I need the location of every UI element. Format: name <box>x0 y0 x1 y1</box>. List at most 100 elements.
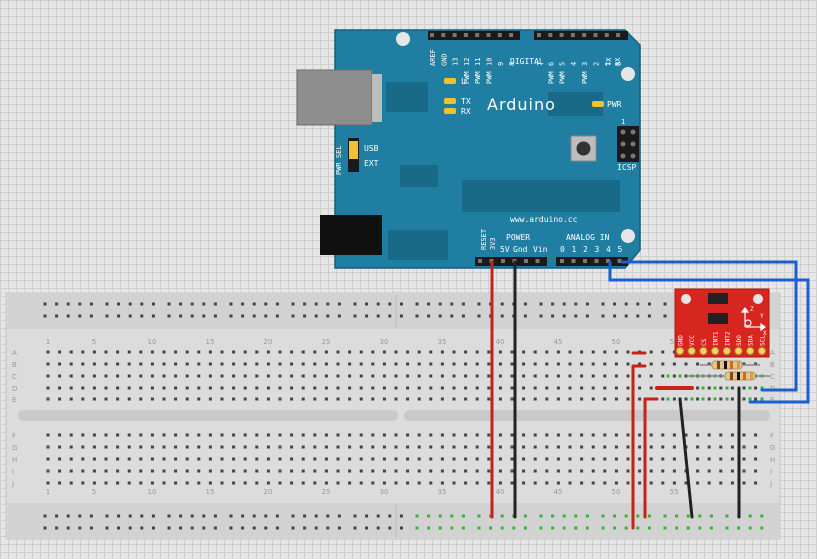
resistors <box>688 360 770 381</box>
sensor-pin-label: GND <box>678 335 685 346</box>
sensor-pin-label: SCL <box>759 335 766 346</box>
connected-hole <box>701 397 705 401</box>
rail-hole <box>539 302 543 306</box>
breadboard-hole <box>278 457 282 461</box>
rx-label: RX <box>614 57 622 66</box>
digital-pin-label: 8 <box>508 62 516 66</box>
breadboard-hole <box>510 362 514 366</box>
breadboard-hole <box>290 481 294 485</box>
rail-hole <box>43 514 47 518</box>
sensor-pin-label: SDA <box>748 335 755 346</box>
row-letter: A <box>12 349 17 357</box>
breadboard-hole <box>69 350 73 354</box>
breadboard-hole <box>232 433 236 437</box>
breadboard-hole <box>533 481 537 485</box>
breadboard-hole <box>684 397 688 401</box>
breadboard-hole <box>255 362 259 366</box>
breadboard-hole <box>255 433 259 437</box>
breadboard-hole <box>510 433 514 437</box>
breadboard-hole <box>498 433 502 437</box>
rail-hole <box>179 526 183 530</box>
breadboard-hole <box>278 445 282 449</box>
breadboard-hole <box>127 362 131 366</box>
breadboard-hole <box>672 481 676 485</box>
breadboard-hole <box>266 362 270 366</box>
column-number: 45 <box>554 488 563 496</box>
rail-hole <box>105 514 109 518</box>
breadboard-hole <box>545 457 549 461</box>
header-pin-hole <box>501 259 505 263</box>
breadboard-hole <box>371 457 375 461</box>
breadboard-hole <box>46 457 50 461</box>
digital-pin-label: 6 <box>547 62 555 66</box>
breadboard-hole <box>742 457 746 461</box>
led-l <box>444 78 456 84</box>
rail-hole <box>89 526 93 530</box>
breadboard-hole <box>150 350 154 354</box>
breadboard-hole <box>92 457 96 461</box>
breadboard-hole <box>104 481 108 485</box>
header-pin-hole <box>537 33 541 37</box>
header-pin-hole <box>497 33 502 37</box>
breadboard-hole <box>603 386 607 390</box>
breadboard-hole <box>58 397 62 401</box>
column-number: 15 <box>206 488 215 496</box>
breadboard-hole <box>92 433 96 437</box>
pwm-label: PWM <box>581 71 589 84</box>
breadboard-hole <box>92 386 96 390</box>
breadboard-hole <box>243 457 247 461</box>
rail-hole <box>663 526 667 530</box>
breadboard-hole <box>487 457 491 461</box>
breadboard-hole <box>46 445 50 449</box>
row-letter: B <box>12 361 17 369</box>
breadboard-hole <box>672 374 676 378</box>
wire-analog5-scl <box>620 260 798 392</box>
breadboard-hole <box>510 481 514 485</box>
breadboard-hole <box>580 457 584 461</box>
rail-hole <box>179 302 183 306</box>
breadboard-hole <box>150 445 154 449</box>
rail-hole <box>213 314 217 318</box>
rail-hole <box>675 514 679 518</box>
breadboard-hole <box>452 386 456 390</box>
rail-hole <box>213 514 217 518</box>
breadboard-hole <box>116 457 120 461</box>
breadboard-hole <box>475 433 479 437</box>
power-pin-5v: 5V <box>500 245 510 254</box>
breadboard-hole <box>614 350 618 354</box>
breadboard-hole <box>382 445 386 449</box>
rail-hole <box>117 514 121 518</box>
breadboard-hole <box>394 457 398 461</box>
breadboard-holes <box>43 302 764 530</box>
breadboard-hole <box>452 350 456 354</box>
breadboard-hole <box>568 397 572 401</box>
breadboard-hole <box>324 397 328 401</box>
breadboard-hole <box>208 457 212 461</box>
breadboard-hole <box>672 397 676 401</box>
breadboard-hole <box>232 397 236 401</box>
breadboard-hole <box>614 481 618 485</box>
breadboard-hole <box>580 374 584 378</box>
rail-hole <box>337 302 341 306</box>
breadboard-hole <box>498 374 502 378</box>
breadboard-hole <box>556 350 560 354</box>
breadboard-hole <box>742 397 746 401</box>
header-pin-hole <box>509 33 514 37</box>
rail-hole <box>337 314 341 318</box>
rail-hole <box>427 314 431 318</box>
breadboard-hole <box>162 350 166 354</box>
breadboard-hole <box>127 457 131 461</box>
breadboard-hole <box>440 397 444 401</box>
analog-pin-label: 4 <box>606 245 611 254</box>
breadboard-hole <box>730 386 734 390</box>
rail-hole <box>353 514 357 518</box>
breadboard-hole <box>394 386 398 390</box>
rail-hole <box>303 302 307 306</box>
breadboard-hole <box>313 433 317 437</box>
rail-hole <box>574 526 578 530</box>
breadboard-hole <box>603 397 607 401</box>
breadboard-hole <box>81 386 85 390</box>
rail-hole <box>539 514 543 518</box>
breadboard-hole <box>371 433 375 437</box>
breadboard-hole <box>696 362 700 366</box>
